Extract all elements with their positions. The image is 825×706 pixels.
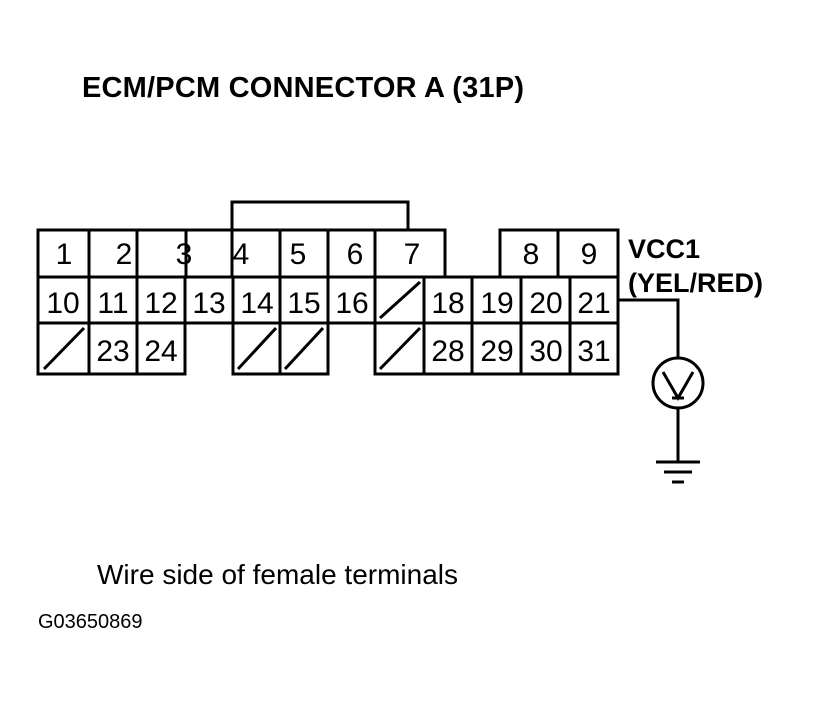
terminal-21: 21 <box>577 287 610 320</box>
pin-label-wire-color: (YEL/RED) <box>628 268 763 298</box>
pin-label-signal: VCC1 <box>628 234 701 264</box>
terminal-4: 4 <box>233 238 250 271</box>
terminal-8: 8 <box>523 238 540 271</box>
voltmeter-v-symbol <box>661 371 695 402</box>
terminal-12: 12 <box>144 287 177 320</box>
probe-wire <box>618 298 680 358</box>
terminal-1: 1 <box>56 238 73 271</box>
diagram-caption: Wire side of female terminals <box>97 559 459 590</box>
terminal-9: 9 <box>581 238 598 271</box>
terminal-29: 29 <box>480 335 513 368</box>
terminal-16: 16 <box>335 287 368 320</box>
unused-cavity-slash <box>283 326 325 371</box>
terminal-20: 20 <box>529 287 562 320</box>
unused-cavity-slash <box>378 280 422 320</box>
terminal-31: 31 <box>577 335 610 368</box>
terminal-24: 24 <box>144 335 177 368</box>
terminal-23: 23 <box>96 335 129 368</box>
terminal-18: 18 <box>431 287 464 320</box>
figure-id: G03650869 <box>38 611 143 633</box>
terminal-30: 30 <box>529 335 562 368</box>
terminal-10: 10 <box>46 287 79 320</box>
terminal-6: 6 <box>347 238 364 271</box>
terminal-11: 11 <box>97 287 128 320</box>
terminal-5: 5 <box>290 238 307 271</box>
terminal-15: 15 <box>287 287 320 320</box>
unused-cavity-slash <box>42 326 86 371</box>
terminal-3: 3 <box>176 238 193 271</box>
ground-icon <box>656 460 700 484</box>
terminal-13: 13 <box>192 287 225 320</box>
unused-cavity-slash <box>378 326 422 371</box>
terminal-7: 7 <box>404 238 421 271</box>
connector-lock-tab <box>230 200 410 230</box>
diagram-title: ECM/PCM CONNECTOR A (31P) <box>82 72 525 104</box>
terminal-14: 14 <box>240 287 273 320</box>
unused-cavity-slash <box>236 326 278 371</box>
terminal-2: 2 <box>116 238 133 271</box>
terminal-28: 28 <box>431 335 464 368</box>
terminal-19: 19 <box>480 287 513 320</box>
pin-label: VCC1 (YEL/RED) <box>628 232 763 300</box>
